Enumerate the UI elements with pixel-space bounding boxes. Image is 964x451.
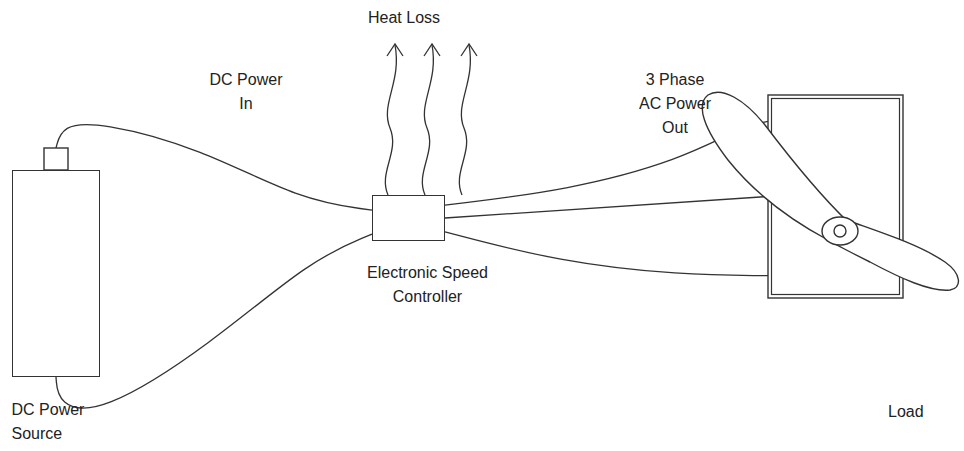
wire-label: DC Power In bbox=[205, 68, 287, 116]
load-label: Load bbox=[888, 400, 938, 424]
controller-box: Electronic Speed Controller bbox=[372, 195, 445, 241]
heat-arrow bbox=[422, 45, 433, 195]
heat-arrow bbox=[459, 45, 470, 195]
heat-arrow bbox=[385, 45, 396, 195]
power-source-label: DC Power Source bbox=[12, 398, 97, 446]
propeller-blade bbox=[702, 92, 848, 240]
heat-loss-label: Heat Loss bbox=[368, 6, 478, 30]
wire bbox=[56, 124, 372, 210]
controller-label: Electronic Speed Controller bbox=[358, 261, 498, 309]
wire bbox=[445, 232, 768, 276]
heat-arrow-head bbox=[387, 44, 403, 56]
battery: DC Power Source bbox=[12, 170, 100, 377]
heat-arrow-head bbox=[461, 44, 477, 56]
propeller-hub bbox=[822, 217, 858, 245]
load-box: Load bbox=[768, 95, 903, 298]
heat-arrow-head bbox=[424, 44, 440, 56]
battery-terminal bbox=[44, 148, 68, 170]
propeller bbox=[702, 92, 958, 290]
wire-label: 3 Phase AC Power Out bbox=[636, 68, 714, 140]
wire bbox=[445, 197, 768, 219]
heat-arrows bbox=[385, 44, 477, 195]
propeller-shaft bbox=[834, 225, 846, 237]
wire bbox=[56, 234, 372, 408]
